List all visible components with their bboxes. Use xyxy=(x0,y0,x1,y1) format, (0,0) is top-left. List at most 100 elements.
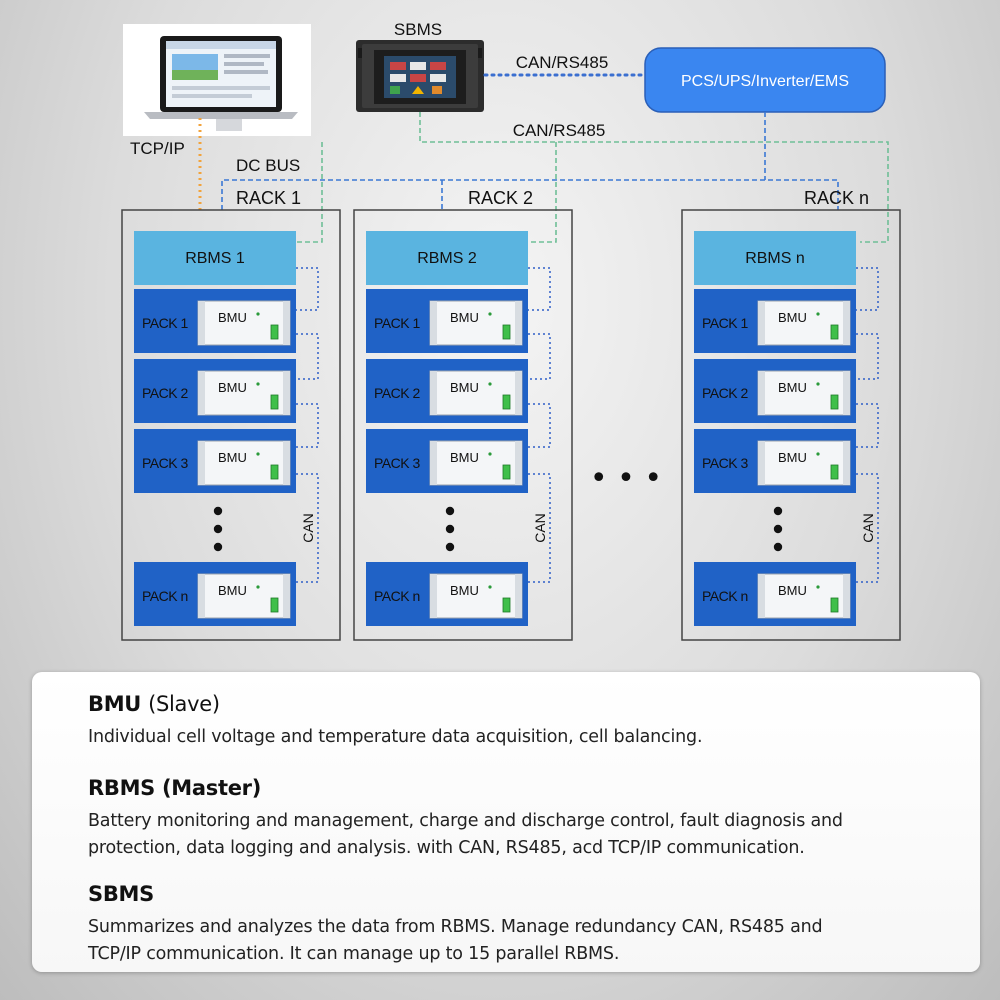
rbms-box xyxy=(134,231,296,285)
rack-frame xyxy=(353,209,573,641)
bmu-bracket-left xyxy=(430,371,437,415)
bmu-connector-icon xyxy=(830,394,839,410)
bmu-text: Individual cell voltage and temperature … xyxy=(88,727,703,747)
rbms-label: RBMS n xyxy=(745,250,805,267)
sbms-text-line2: TCP/IP communication. It can manage up t… xyxy=(88,944,620,964)
pack-label: PACK 3 xyxy=(142,455,188,471)
more-packs-dot xyxy=(773,506,783,516)
bmu-bracket-left xyxy=(758,574,765,618)
laptop-icon xyxy=(123,24,311,136)
bmu-description: BMU (Slave) Individual cell voltage and … xyxy=(88,692,948,751)
bmu-connector-icon xyxy=(830,464,839,480)
pack-label: PACK n xyxy=(702,588,748,604)
can-rs485-bus-label: CAN/RS485 xyxy=(513,121,606,140)
pack: PACK n BMU xyxy=(694,562,856,626)
bmu-label: BMU xyxy=(778,310,807,325)
bmu-led-icon xyxy=(488,452,492,456)
more-packs-dot xyxy=(445,506,455,516)
bmu-title: BMU (Slave) xyxy=(88,692,948,716)
more-packs-dot xyxy=(773,542,783,552)
pack: PACK 3 BMU xyxy=(694,429,856,493)
bmu-bracket-left xyxy=(198,301,205,345)
pack-label: PACK 2 xyxy=(702,385,748,401)
bmu-label: BMU xyxy=(218,450,247,465)
bmu-label: BMU xyxy=(450,450,479,465)
pack-label: PACK 3 xyxy=(374,455,420,471)
bmu-label: BMU xyxy=(450,310,479,325)
bmu-led-icon xyxy=(488,382,492,386)
bmu-bracket-right xyxy=(515,371,522,415)
bmu-connector-icon xyxy=(830,597,839,613)
bmu-led-icon xyxy=(256,382,260,386)
bmu-led-icon xyxy=(488,312,492,316)
info-panel: BMU (Slave) Individual cell voltage and … xyxy=(32,672,980,972)
bmu-led-icon xyxy=(816,452,820,456)
bmu-bracket-right xyxy=(843,441,850,485)
pack: PACK 3 BMU xyxy=(134,429,296,493)
rack-frame xyxy=(681,209,901,641)
bmu-label: BMU xyxy=(778,380,807,395)
bmu-label: BMU xyxy=(778,450,807,465)
dc-bus xyxy=(221,112,839,210)
rack-title: RACK n xyxy=(804,188,869,208)
rack-title: RACK 2 xyxy=(468,188,533,208)
bmu-led-icon xyxy=(816,312,820,316)
more-packs-dot xyxy=(213,524,223,534)
pack-label: PACK n xyxy=(142,588,188,604)
rbms-box xyxy=(366,231,528,285)
bmu-bracket-left xyxy=(758,371,765,415)
bmu-led-icon xyxy=(256,585,260,589)
rbms-label: RBMS 1 xyxy=(185,250,245,267)
can-label: CAN xyxy=(532,513,548,543)
bmu-title-bold: BMU xyxy=(88,692,142,716)
can-rs485-bus xyxy=(296,112,889,243)
can-label: CAN xyxy=(860,513,876,543)
sbms-description: SBMS Summarizes and analyzes the data fr… xyxy=(88,882,948,968)
sbms-text-line1: Summarizes and analyzes the data from RB… xyxy=(88,917,823,937)
pack: PACK 3 BMU xyxy=(366,429,528,493)
rack-frame xyxy=(121,209,341,641)
bmu-connector-icon xyxy=(270,597,279,613)
bmu-connector-icon xyxy=(502,597,511,613)
bmu-connector-icon xyxy=(830,324,839,340)
bmu-led-icon xyxy=(256,312,260,316)
rbms-box xyxy=(694,231,856,285)
bmu-label: BMU xyxy=(778,583,807,598)
can-label: CAN xyxy=(300,513,316,543)
pack-label: PACK 2 xyxy=(142,385,188,401)
bmu-label: BMU xyxy=(218,310,247,325)
bmu-bracket-left xyxy=(430,441,437,485)
bmu-connector-icon xyxy=(502,394,511,410)
bmu-connector-icon xyxy=(270,324,279,340)
pack: PACK 2 BMU xyxy=(694,359,856,423)
sbms-label: SBMS xyxy=(394,20,442,39)
sbms-pcs-link-label: CAN/RS485 xyxy=(516,53,609,72)
pack: PACK 1 BMU xyxy=(694,289,856,353)
bmu-bracket-right xyxy=(283,301,290,345)
pack-label: PACK 3 xyxy=(702,455,748,471)
more-packs-dot xyxy=(445,524,455,534)
rbms-text-line2: protection, data logging and analysis. w… xyxy=(88,838,805,858)
sbms-title: SBMS xyxy=(88,882,154,906)
bmu-bracket-left xyxy=(198,574,205,618)
bmu-bracket-right xyxy=(843,301,850,345)
rack-title: RACK 1 xyxy=(236,188,301,208)
bmu-led-icon xyxy=(816,382,820,386)
bmu-bracket-right xyxy=(515,301,522,345)
rbms-label: RBMS 2 xyxy=(417,250,477,267)
rbms-text-line1: Battery monitoring and management, charg… xyxy=(88,811,843,831)
bmu-bracket-right xyxy=(283,441,290,485)
bmu-bracket-left xyxy=(198,371,205,415)
dc-bus-label: DC BUS xyxy=(236,156,300,175)
bmu-connector-icon xyxy=(270,464,279,480)
more-racks-ellipsis: • • • xyxy=(590,461,662,496)
pack-label: PACK 1 xyxy=(702,315,748,331)
rbms-title: RBMS (Master) xyxy=(88,776,262,800)
